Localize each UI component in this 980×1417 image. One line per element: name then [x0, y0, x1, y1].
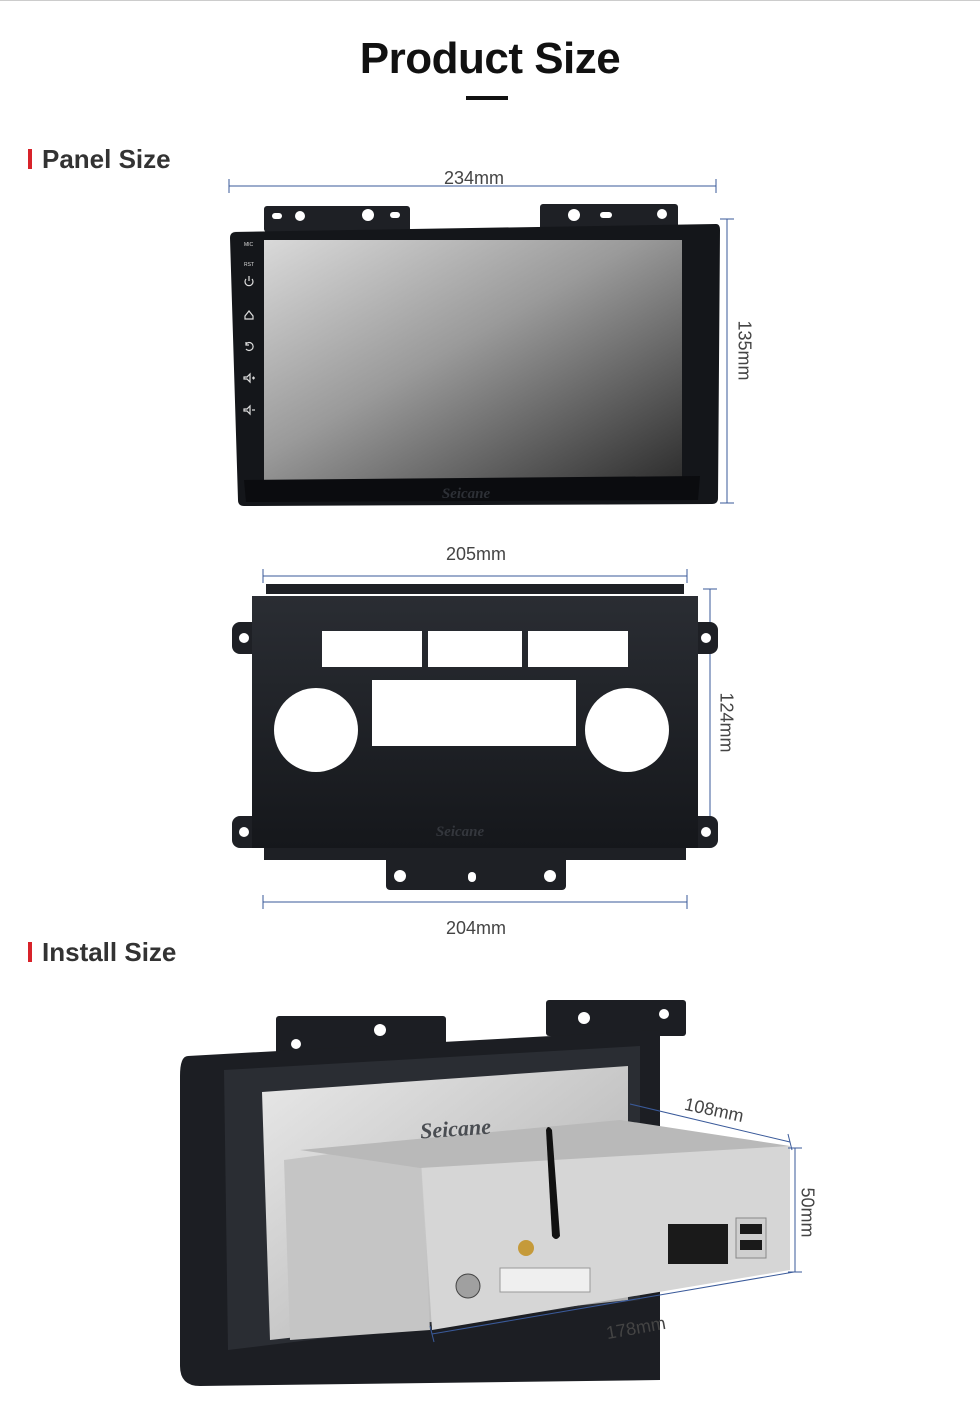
install-depth-dimension: [629, 1103, 793, 1151]
install-brand: Seicane: [419, 1114, 492, 1144]
screen-display: [264, 240, 682, 480]
panel-brand: Seicane: [442, 486, 491, 502]
section-install-size: Install Size: [28, 937, 176, 968]
panel-width-dimension: [228, 179, 717, 193]
section-panel-size: Panel Size: [28, 144, 171, 175]
top-divider: [0, 0, 980, 1]
power-icon: [244, 276, 254, 287]
panel-width-label: 234mm: [444, 168, 505, 188]
frame-top-width-label: 205mm: [446, 544, 507, 564]
install-height-dimension: [788, 1147, 802, 1273]
section-marker: [28, 149, 32, 169]
panel-height-label: 135mm: [734, 320, 755, 381]
volume-up-icon: [243, 372, 255, 384]
rst-label: RST: [244, 262, 254, 268]
frame-bottom-width-label: 204mm: [446, 918, 507, 938]
title-underline: [466, 96, 508, 100]
panel-height-dimension: [720, 218, 734, 504]
mic-label: MIC: [244, 242, 254, 248]
section-panel-label: Panel Size: [42, 144, 171, 174]
volume-down-icon: [243, 404, 255, 416]
install-height-label: 50mm: [797, 1187, 818, 1238]
dash-frame: [232, 584, 718, 890]
frame-top-width-dimension: [262, 569, 688, 583]
page-title: Product Size: [359, 34, 621, 83]
frame-brand: Seicane: [436, 824, 485, 840]
home-icon: [244, 310, 254, 320]
panel-mounting-tabs: [264, 204, 678, 232]
installed-unit: [180, 1000, 790, 1386]
back-icon: [245, 341, 254, 352]
head-unit-panel: [230, 224, 720, 506]
section-marker: [28, 942, 32, 962]
frame-height-label: 124mm: [716, 692, 737, 753]
frame-bottom-width-dimension: [262, 895, 688, 909]
section-install-label: Install Size: [42, 937, 177, 967]
install-width-dimension: [429, 1271, 795, 1343]
panel-side-buttons: MIC RST: [243, 242, 255, 416]
